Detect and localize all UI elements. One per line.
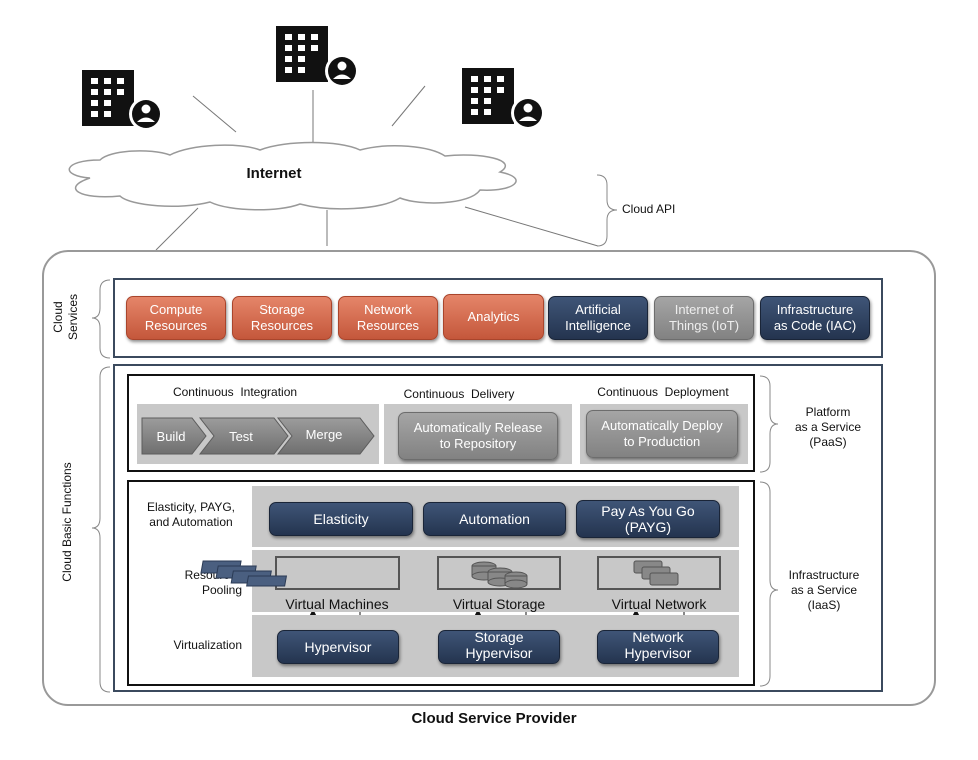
cloud-services-bracket (91, 279, 111, 359)
cloud-service-provider-frame (42, 250, 936, 706)
building-user-icon (82, 70, 166, 131)
paas-frame (127, 374, 755, 472)
iaas-frame (127, 480, 755, 686)
cloud-api-bracket (596, 174, 618, 247)
cloud-services-frame (113, 278, 883, 358)
building-user-icon (276, 26, 360, 88)
ci-step-build: Build (156, 428, 186, 444)
cloud-basic-functions-frame (113, 364, 883, 692)
elasticity-box: Elasticity (269, 502, 413, 536)
hypervisor-box: Hypervisor (277, 630, 399, 664)
virtual-network-box (597, 556, 721, 590)
iaas-bracket (759, 481, 779, 687)
line-cloud-api (464, 206, 599, 247)
building-user-icon (462, 68, 546, 130)
cloud-api-label: Cloud API (622, 202, 676, 216)
paas-bracket (759, 375, 779, 473)
virtual-machines-label: Virtual Machines (285, 596, 389, 612)
virtual-storage-label: Virtual Storage (452, 596, 546, 612)
cloud-basic-functions-bracket (91, 366, 111, 693)
virtual-storage-box (437, 556, 561, 590)
line-cloud-provider-left (155, 207, 199, 251)
internet-label: Internet (246, 165, 302, 182)
row-elasticity-label: Elasticity, PAYG,and Automation (146, 500, 236, 529)
line-building-left (192, 95, 237, 133)
ci-title: Continuous Integration (172, 385, 298, 399)
ci-step-merge: Merge (305, 426, 343, 442)
virtual-network-label: Virtual Network (611, 596, 707, 612)
row-virtualization-label: Virtualization (173, 638, 242, 652)
cdep-title: Continuous Deployment (597, 385, 729, 399)
virtual-machines-box (275, 556, 400, 590)
automation-box: Automation (423, 502, 566, 536)
service-analytics: Analytics (443, 294, 544, 340)
cd-title: Continuous Delivery (403, 387, 515, 401)
line-building-right (391, 85, 426, 127)
payg-box: Pay As You Go(PAYG) (576, 500, 720, 538)
cloud-service-provider-label: Cloud Service Provider (411, 710, 577, 727)
ci-step-test: Test (229, 428, 253, 444)
